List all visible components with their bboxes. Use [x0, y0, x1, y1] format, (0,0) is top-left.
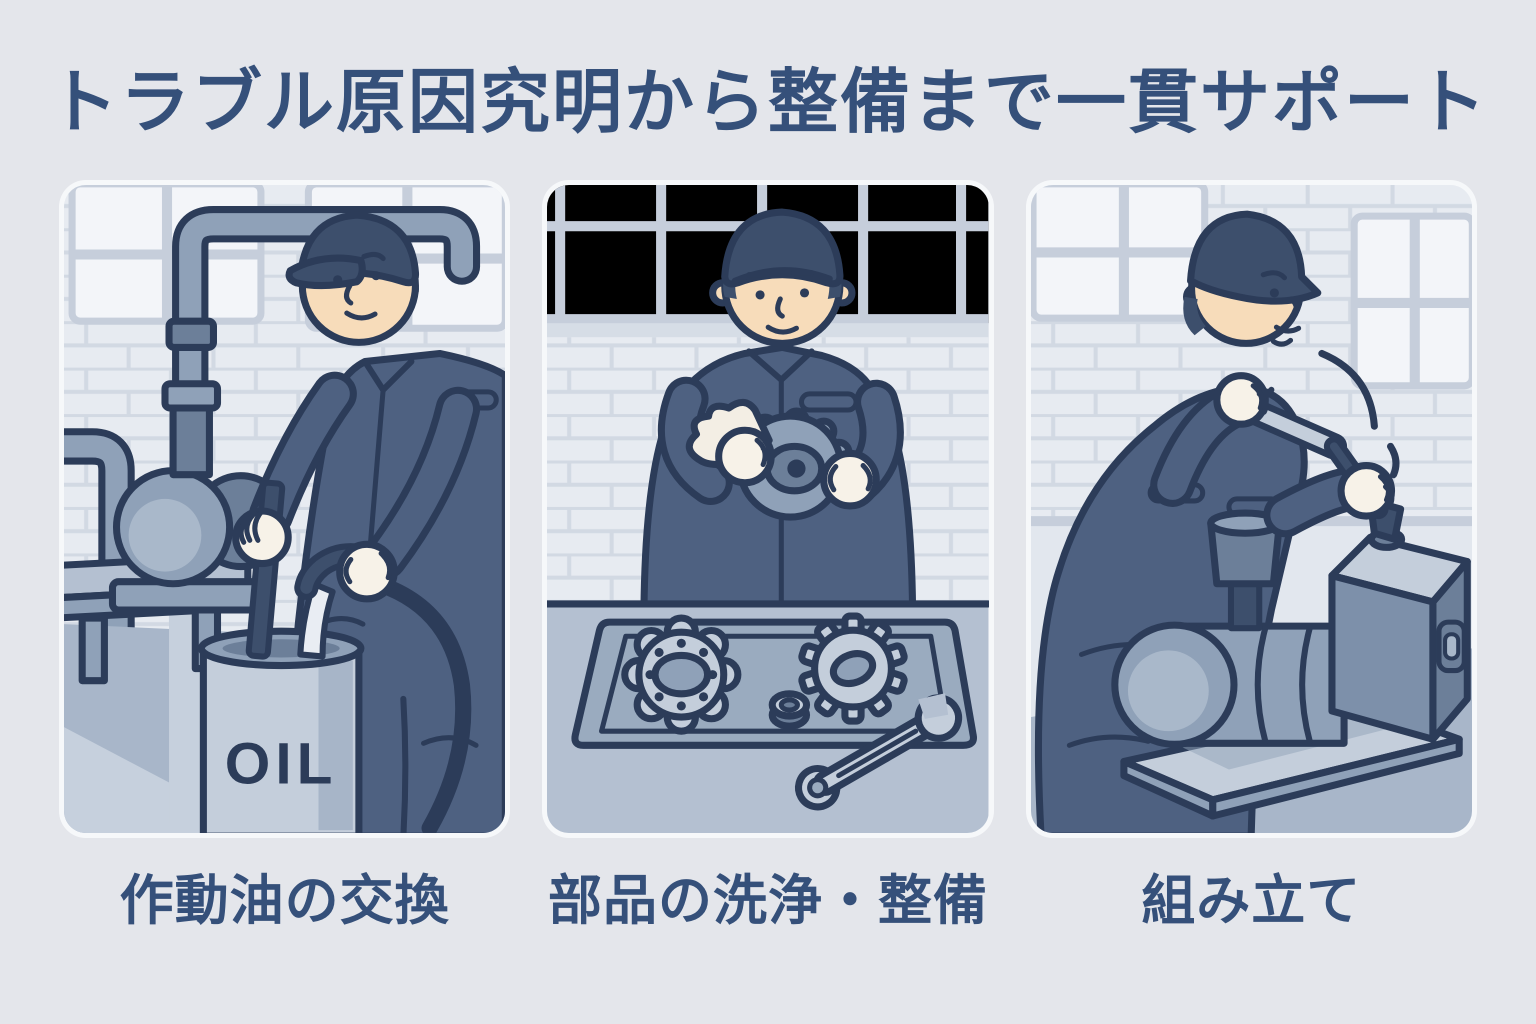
worker-head — [285, 211, 420, 346]
oil-drum: OIL — [197, 627, 365, 833]
windows — [1030, 185, 1472, 390]
right-glove — [336, 540, 398, 603]
motion-lines — [1317, 349, 1400, 479]
cap-brim — [285, 254, 366, 290]
floor-highlight — [64, 727, 265, 833]
assembly-scene — [1030, 185, 1472, 833]
drain-hose — [381, 579, 472, 833]
left-glove — [1212, 372, 1269, 428]
right-glove — [1337, 462, 1395, 520]
oil-stream — [297, 580, 336, 660]
page-title: トラブル原因究明から整備まで一貫サポート — [48, 63, 1488, 141]
caption-parts-cleaning: 部品の洗浄・整備 — [547, 871, 988, 931]
pump-part — [732, 407, 853, 521]
parts-cleaning-scene — [547, 185, 989, 833]
oil-change-scene: OIL — [64, 185, 506, 833]
right-glove — [820, 449, 881, 510]
worker-head — [709, 208, 856, 347]
panel-oil-change: OIL — [64, 185, 506, 833]
ring-part — [769, 690, 811, 730]
mounting-bolt — [1366, 497, 1405, 551]
caption-assembly: 組み立て — [1141, 871, 1362, 931]
panel-parts-cleaning — [547, 185, 989, 833]
flange-part — [621, 614, 742, 735]
pump-barrel — [1110, 621, 1348, 748]
oil-drum-label: OIL — [225, 732, 338, 797]
gear-part — [798, 612, 908, 725]
work-cap — [721, 208, 844, 288]
left-glove — [715, 426, 776, 487]
arms-and-tool — [1149, 372, 1395, 538]
caption-oil-change: 作動油の交換 — [119, 871, 450, 931]
oil-funnel — [1206, 509, 1283, 632]
worker-head — [1182, 210, 1322, 347]
left-glove — [232, 507, 292, 568]
caption-row: 作動油の交換 部品の洗浄・整備 組み立て — [64, 856, 1472, 935]
wrench — [795, 693, 963, 811]
chest-pocket — [799, 391, 859, 413]
gearbox — [1328, 533, 1471, 743]
panel-row: OIL — [64, 185, 1472, 833]
panel-assembly — [1030, 185, 1472, 833]
